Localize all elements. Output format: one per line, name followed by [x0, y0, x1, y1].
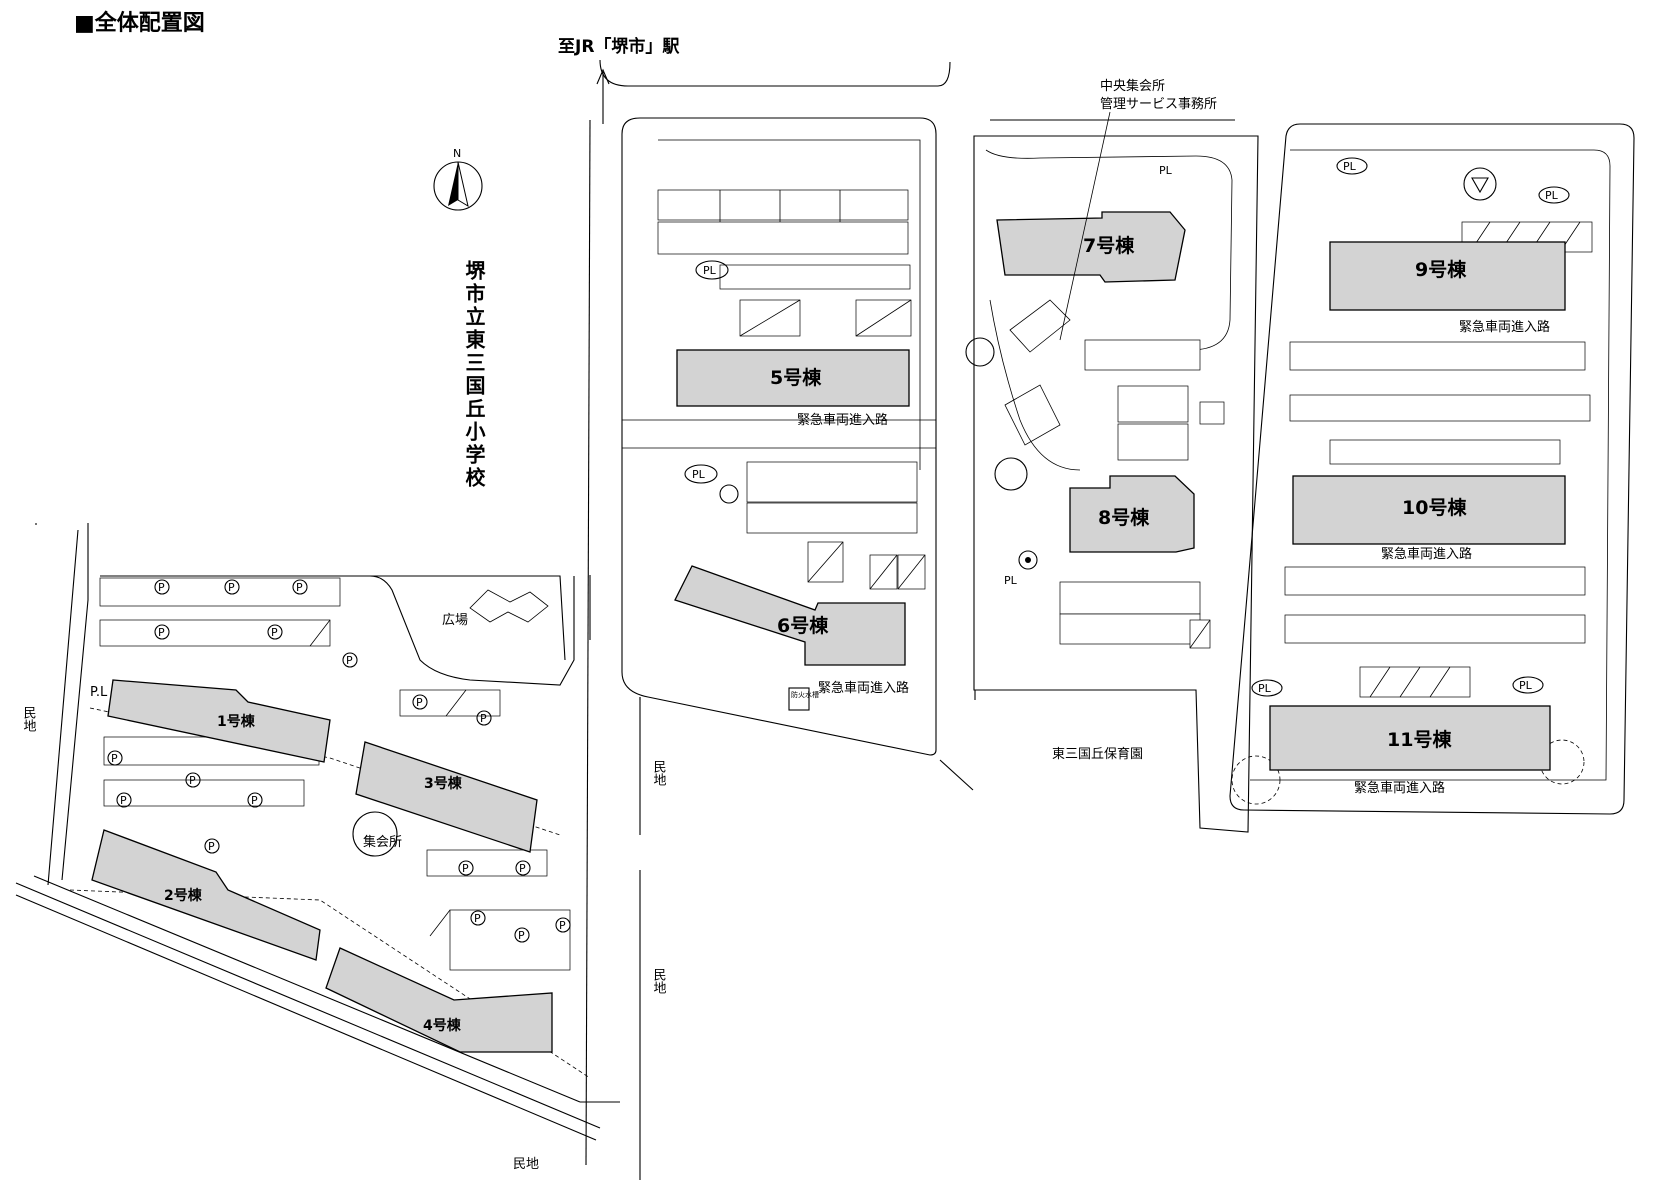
building-8-label: 8号棟 [1098, 506, 1150, 529]
svg-text:P: P [251, 794, 258, 807]
svg-text:PL: PL [703, 264, 717, 277]
emergency-route-9: 緊急車両進入路 [1459, 319, 1550, 335]
pl-marker-5: PL [695, 260, 729, 280]
emergency-route-10: 緊急車両進入路 [1381, 546, 1472, 562]
assembly-hall-label: 集会所 [363, 834, 402, 850]
building-10-label: 10号棟 [1402, 496, 1467, 519]
block-1-4 [69, 575, 591, 1079]
svg-text:PL: PL [1258, 682, 1272, 695]
building-2 [91, 829, 321, 961]
pl-marker-11a: PL [1251, 679, 1283, 697]
svg-text:PL: PL [1545, 189, 1559, 202]
svg-text:P: P [346, 654, 353, 667]
central-hall-leader [1059, 111, 1111, 341]
map-title: ■全体配置図 [74, 10, 205, 36]
svg-text:P: P [111, 752, 118, 765]
private-land-west: 民地 [21, 706, 37, 732]
building-11 [1269, 705, 1551, 771]
building-6 [674, 565, 906, 666]
building-10 [1292, 475, 1566, 545]
svg-text:P: P [158, 626, 165, 639]
plaza-label: 広場 [442, 613, 468, 628]
svg-text:P: P [158, 581, 165, 594]
management-office-label: 管理サービス事務所 [1100, 97, 1217, 112]
svg-text:防火水槽: 防火水槽 [791, 690, 819, 699]
pl-marker-6: PL [684, 464, 739, 504]
north-arrow-icon: N [433, 147, 483, 211]
building-9 [1329, 241, 1566, 311]
svg-text:P: P [474, 912, 481, 925]
svg-text:P: P [228, 581, 235, 594]
svg-text:PL: PL [1343, 160, 1357, 173]
pl-marker-9a: PL [1336, 157, 1368, 175]
svg-text:P: P [296, 581, 303, 594]
pl-marker-11b: PL [1512, 676, 1544, 694]
building-4-label: 4号棟 [423, 1017, 462, 1034]
svg-text:P: P [480, 712, 487, 725]
building-1-label: 1号棟 [217, 713, 256, 730]
svg-text:PL: PL [692, 468, 706, 481]
school-label: 堺市立東三国丘小学校 [462, 260, 486, 490]
building-7-label: 7号棟 [1083, 234, 1135, 257]
private-land-east-2: 民地 [651, 968, 667, 994]
building-2-label: 2号棟 [164, 887, 203, 904]
svg-text:P: P [462, 862, 469, 875]
building-5-label: 5号棟 [770, 366, 822, 389]
north-label: N [453, 147, 461, 160]
emergency-route-5: 緊急車両進入路 [797, 412, 888, 428]
svg-text:P: P [189, 774, 196, 787]
private-land-south: 民地 [513, 1157, 539, 1172]
svg-text:P: P [559, 919, 566, 932]
building-1 [107, 679, 331, 763]
svg-text:P: P [519, 862, 526, 875]
pl-marker-7: PL [1159, 164, 1173, 177]
pl-marker-9b: PL [1538, 186, 1570, 204]
building-3-label: 3号棟 [424, 775, 463, 792]
direction-label: 至JR「堺市」駅 [558, 36, 680, 57]
building-6-label: 6号棟 [777, 614, 829, 637]
building-5 [676, 349, 910, 407]
building-7 [996, 211, 1186, 283]
pl-marker-1: P.L [90, 685, 108, 700]
svg-text:PL: PL [1519, 679, 1533, 692]
emergency-route-11: 緊急車両進入路 [1354, 780, 1445, 796]
svg-text:P: P [518, 929, 525, 942]
block-9-11 [1229, 123, 1635, 815]
fire-cistern-icon: 防火水槽 [788, 687, 819, 711]
roads [15, 59, 1235, 1180]
building-3 [355, 741, 538, 853]
building-8 [1069, 475, 1195, 553]
svg-text:P: P [208, 840, 215, 853]
svg-text:P: P [120, 794, 127, 807]
nursery-label: 東三国丘保育園 [1052, 746, 1143, 762]
direction-arrow-icon [596, 68, 610, 124]
pl-marker-8: PL [1004, 574, 1018, 587]
parking-markers: P P P P P P P P P P P P P P P P P P [107, 579, 571, 943]
svg-text:P: P [271, 626, 278, 639]
private-land-east-1: 民地 [651, 760, 667, 786]
building-11-label: 11号棟 [1387, 728, 1452, 751]
building-4 [325, 947, 553, 1053]
central-hall-label: 中央集会所 [1100, 78, 1165, 94]
block-7-8 [965, 135, 1259, 833]
svg-text:P: P [416, 696, 423, 709]
emergency-route-6: 緊急車両進入路 [818, 680, 909, 696]
building-9-label: 9号棟 [1415, 258, 1467, 281]
block-5-6 [621, 117, 937, 756]
